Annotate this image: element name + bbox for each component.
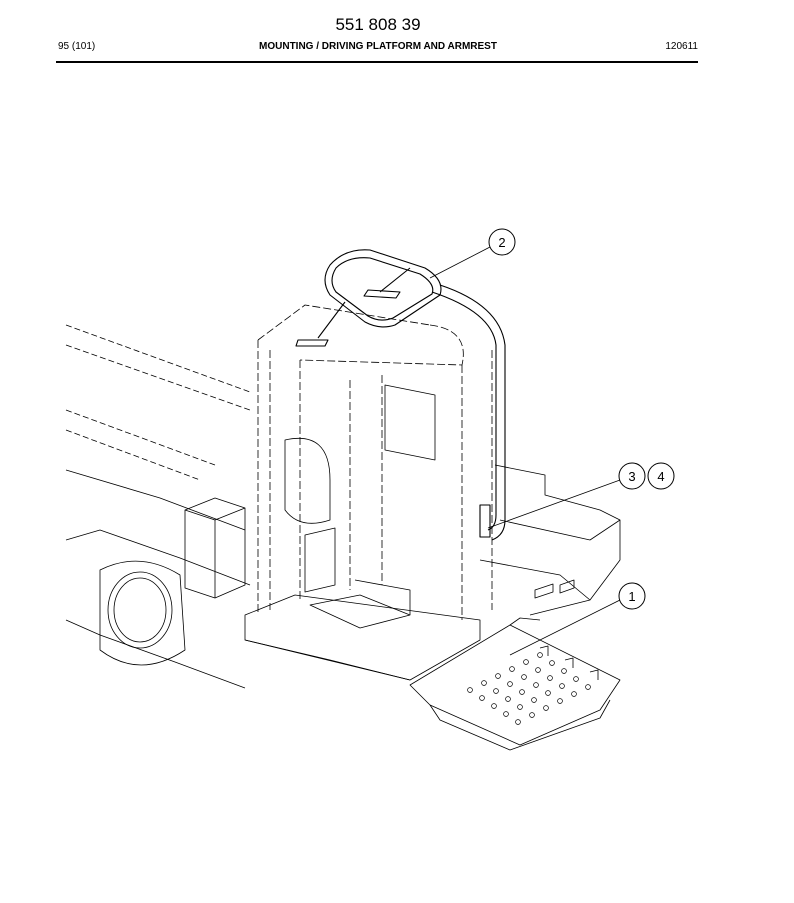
callout-circle-1 — [618, 582, 646, 610]
header-divider — [56, 61, 698, 63]
callout-circle-4 — [647, 462, 675, 490]
date-code: 120611 — [665, 41, 698, 52]
chassis-body — [65, 464, 621, 689]
leader-line-2 — [429, 246, 491, 279]
callout-circle-2 — [488, 228, 516, 256]
console-panels — [244, 384, 481, 681]
leader-line-3-4 — [487, 479, 621, 529]
callout-label-3: 3 — [628, 469, 635, 484]
page-reference: 95 (101) — [58, 41, 96, 52]
callout-label-2: 2 — [498, 235, 505, 250]
document-number: 551 808 39 — [335, 15, 421, 34]
console-housing — [257, 304, 493, 620]
leader-line-1 — [509, 599, 621, 656]
chassis-frame — [65, 324, 251, 481]
step-plate-perforations — [467, 652, 591, 725]
step-plate — [409, 617, 621, 751]
callout-circle-3 — [618, 462, 646, 490]
callout-label-1: 1 — [628, 589, 635, 604]
callout-label-4: 4 — [657, 469, 664, 484]
armrest-handle — [295, 249, 506, 541]
section-title: MOUNTING / DRIVING PLATFORM AND ARMREST — [259, 41, 497, 52]
